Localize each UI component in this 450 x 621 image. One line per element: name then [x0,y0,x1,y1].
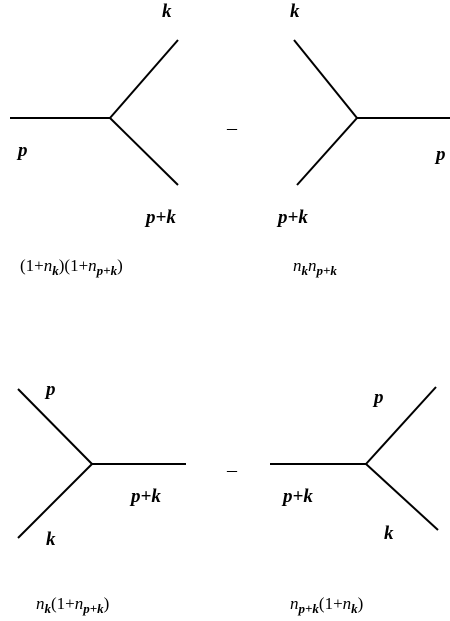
weight-c: nk(1+np+k) [36,594,110,616]
line-b-incoming-p-plus-k [296,117,358,186]
label-b-k: k [290,1,300,22]
label-a-k: k [162,1,172,22]
minus-sign-bottom: – [227,459,237,481]
label-d-p: p [374,387,384,408]
line-d-outgoing-p [365,386,437,465]
line-a-outgoing-k [109,39,179,119]
weight-d: np+k(1+nk) [290,594,364,616]
label-a-p-plus-k: p+k [146,207,176,228]
line-a-outgoing-p-plus-k [109,117,179,186]
line-c-incoming-k [17,463,93,539]
label-b-p: p [436,144,446,165]
label-d-k: k [384,523,394,544]
label-c-p-plus-k: p+k [131,486,161,507]
weight-b: nknp+k [293,256,337,278]
label-c-p: p [46,379,56,400]
label-c-k: k [46,529,56,550]
label-a-p: p [18,140,28,161]
line-c-incoming-p [17,388,93,465]
minus-sign-top: – [227,117,237,139]
label-d-p-plus-k: p+k [283,486,313,507]
line-b-incoming-k [293,39,358,119]
line-d-outgoing-k [365,463,439,531]
label-b-p-plus-k: p+k [278,207,308,228]
weight-a: (1+nk)(1+np+k) [20,256,123,278]
